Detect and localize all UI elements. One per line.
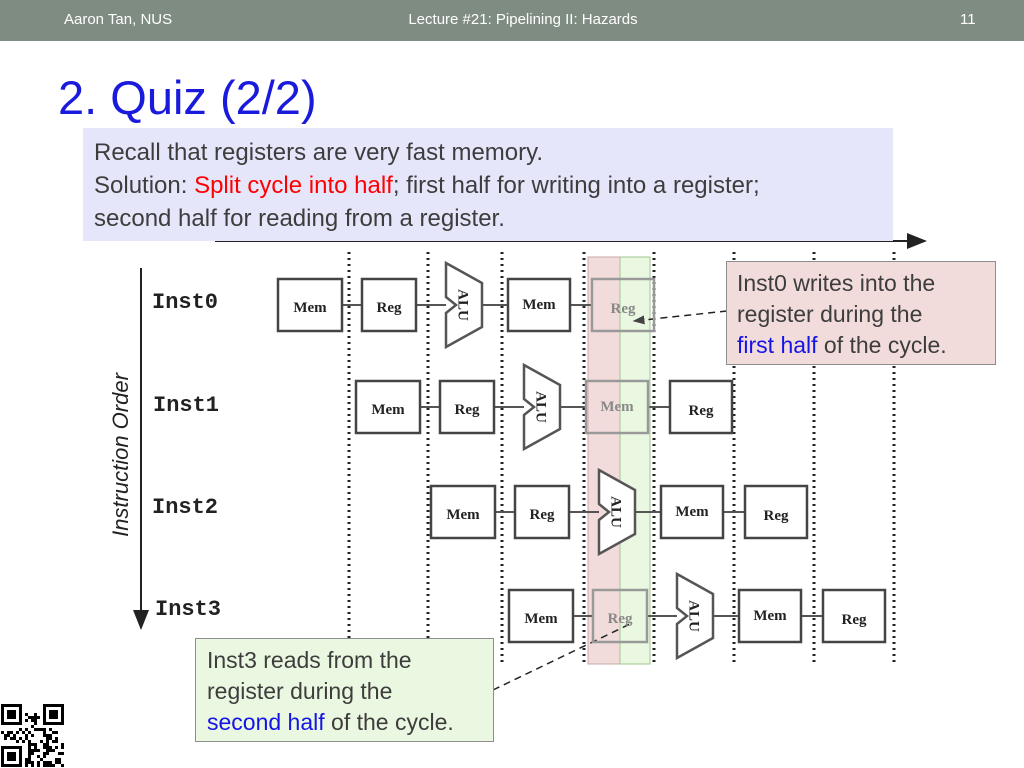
- read-callout: Inst3 reads from the register during the…: [195, 638, 494, 742]
- mem-stage: [507, 588, 575, 644]
- alu-stage-label: ALU: [533, 391, 549, 423]
- reg-stage: [591, 588, 649, 644]
- stage-label: Reg: [764, 508, 789, 524]
- note-line-2: Solution: Split cycle into half; first h…: [94, 172, 760, 199]
- stage-label: Mem: [522, 297, 556, 313]
- stage-label: Reg: [842, 612, 867, 628]
- alu-stage: [522, 362, 562, 452]
- inst1-label: Inst1: [153, 393, 220, 418]
- stage-label: Reg: [689, 403, 714, 419]
- stage-label: Mem: [600, 399, 634, 415]
- read-highlight: second half: [207, 709, 325, 735]
- reg-stage: [821, 588, 887, 644]
- reg-stage: [743, 484, 809, 540]
- stage-label: Reg: [530, 507, 555, 523]
- stage-label: Mem: [753, 608, 787, 624]
- read-half-shade: [619, 256, 651, 665]
- stage-label: Reg: [455, 402, 480, 418]
- mem-stage: [659, 484, 725, 540]
- cycle-dividers: [347, 252, 896, 662]
- reg-stage: [513, 484, 571, 540]
- stage-label: Mem: [524, 611, 558, 627]
- write-highlight: first half: [737, 332, 818, 358]
- inst0-label: Inst0: [152, 290, 219, 315]
- inst2-label: Inst2: [152, 495, 219, 520]
- mem-stage: [354, 379, 422, 435]
- qr-code-icon: [0, 703, 64, 767]
- stage-label: Mem: [675, 504, 709, 520]
- stage-label: Mem: [371, 402, 405, 418]
- alu-stage: [597, 467, 637, 557]
- note-highlight: Split cycle into half: [194, 172, 393, 199]
- mem-stage: [276, 277, 344, 333]
- mem-stage: [506, 277, 572, 333]
- alu-stage-label: ALU: [686, 600, 702, 632]
- reg-stage: [360, 277, 418, 333]
- leader-line-bottom: [492, 623, 631, 691]
- stage-label: Mem: [446, 507, 480, 523]
- page-title: 2. Quiz (2/2): [58, 71, 317, 124]
- mem-stage: [737, 588, 803, 644]
- stage-label: Reg: [611, 301, 636, 317]
- stage-label: Reg: [608, 611, 633, 627]
- slide-header: Aaron Tan, NUS Lecture #21: Pipelining I…: [0, 0, 1024, 41]
- mem-stage: [584, 379, 650, 435]
- leader-line-top: [632, 310, 728, 325]
- note-line-3: second half for reading from a register.: [94, 205, 505, 232]
- inst3-label: Inst3: [155, 597, 222, 622]
- solution-note: Recall that registers are very fast memo…: [83, 128, 893, 241]
- alu-stage-label: ALU: [455, 289, 471, 321]
- reg-stage: [668, 379, 734, 435]
- reg-stage: [590, 277, 656, 333]
- alu-stage: [444, 260, 484, 350]
- instruction-order-label: Instruction Order: [108, 373, 133, 537]
- reg-stage: [438, 379, 496, 435]
- header-author: Aaron Tan, NUS: [64, 11, 173, 28]
- header-lecture-title: Lecture #21: Pipelining II: Hazards: [408, 11, 638, 28]
- header-page-number: 11: [960, 11, 976, 28]
- write-callout: Inst0 writes into the register during th…: [726, 261, 996, 365]
- stage-label: Mem: [293, 300, 327, 316]
- stage-label: Reg: [377, 300, 402, 316]
- mem-stage: [429, 484, 497, 540]
- alu-stage: [675, 571, 715, 661]
- note-line-1: Recall that registers are very fast memo…: [94, 139, 544, 166]
- alu-stage-label: ALU: [608, 496, 624, 528]
